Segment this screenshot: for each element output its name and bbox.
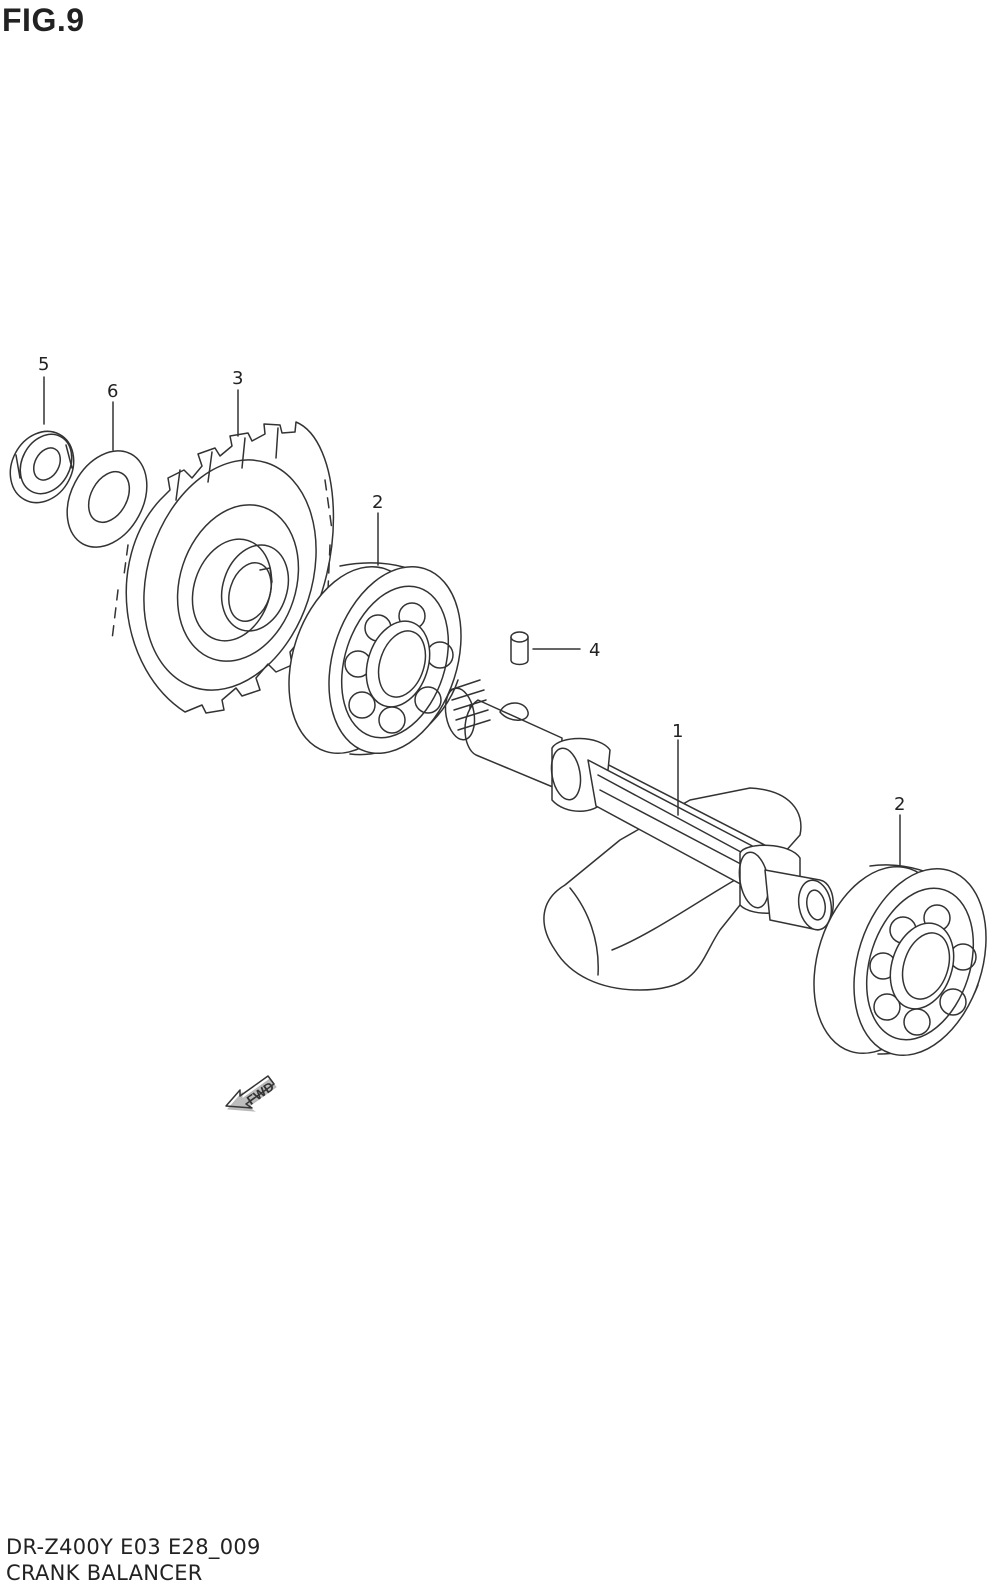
- part-2-bearing-left[interactable]: [266, 550, 483, 771]
- part-6-washer[interactable]: [51, 437, 162, 561]
- callout-2-right: 2: [894, 794, 905, 815]
- leader-lines: [43, 376, 901, 867]
- fwd-arrow-icon: FWD: [225, 1075, 277, 1112]
- callout-1: 1: [672, 721, 683, 742]
- callout-4: 4: [589, 640, 600, 661]
- figure-code: DR-Z400Y E03 E28_009: [6, 1535, 261, 1559]
- figure-name: CRANK BALANCER: [6, 1561, 203, 1585]
- part-1-balancer-shaft[interactable]: [442, 679, 835, 991]
- part-5-nut[interactable]: [0, 420, 86, 514]
- callout-2-left: 2: [372, 492, 383, 513]
- callout-5: 5: [38, 354, 49, 375]
- callout-3: 3: [232, 368, 243, 389]
- callout-6: 6: [107, 381, 118, 402]
- part-2-bearing-right[interactable]: [791, 850, 1000, 1073]
- figure-title: FIG.9: [2, 2, 85, 38]
- part-4-pin[interactable]: [510, 631, 581, 666]
